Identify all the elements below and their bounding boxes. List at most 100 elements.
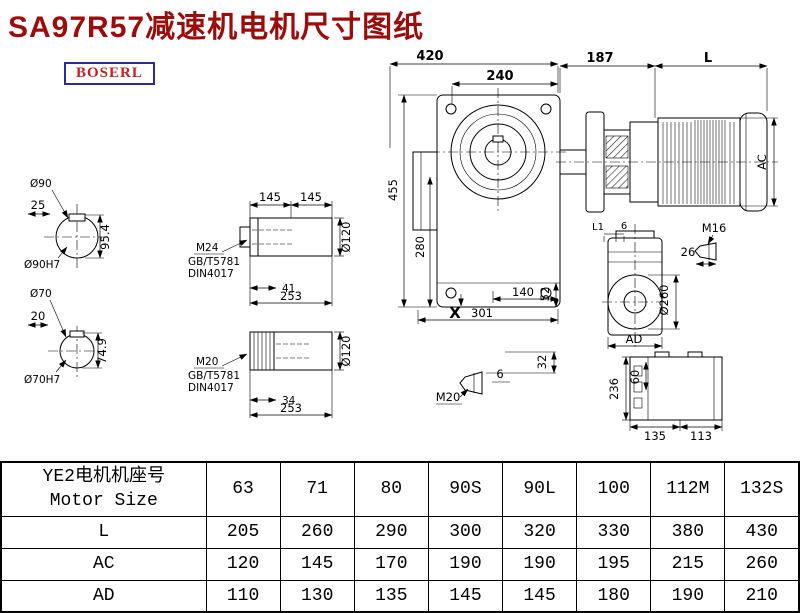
row-label: AC [0,547,207,581]
dim-74-9: 74.9 [95,338,109,364]
shaft-end-view-lower: Ø70 20 74.9 Ø70H7 [24,288,109,386]
dim-90h7: Ø90H7 [24,259,60,271]
dim-113: 113 [690,429,712,443]
dim-420: 420 [416,49,443,64]
shaft-end-view-upper: Ø90 25 95.4 Ø90H7 [24,178,112,271]
dim-70h7: Ø70H7 [24,374,60,386]
table-cell: 210 [724,579,800,613]
label-gb5781-a: GB/T5781 [188,256,240,268]
output-shaft-drawing-upper: 145 145 Ø120 M24 GB/T5781 DIN4017 41 253 [188,190,353,306]
label-m20-key: M20 [436,390,461,404]
label-x: X [449,304,461,322]
dim-120-b: Ø120 [339,335,353,366]
dim-140: 140 [512,285,534,299]
dim-120-a: Ø120 [339,221,353,252]
output-flange-side-view: L1 6 M16 26 Ø260 AD [592,221,726,350]
dim-6-flange: 6 [621,221,627,232]
size-col-header: 90L [501,461,578,517]
table-cell: 190 [427,547,504,581]
motor-size-table: YE2电机机座号 Motor Size 63 71 80 90S 90L 100… [0,461,800,613]
header-title-cn: YE2电机机座号 [42,466,165,487]
table-cell: 190 [650,579,726,613]
size-col-header: 100 [576,461,652,517]
label-din4017-b: DIN4017 [188,382,234,394]
table-cell: 190 [501,547,578,581]
table-cell: 380 [650,515,726,549]
motor-side-view: 187 L AC [556,51,778,213]
table-cell: 215 [650,547,726,581]
table-row-AC: AC 120 145 170 190 190 195 215 260 [0,547,800,581]
dim-95-4: 95.4 [98,224,112,250]
dim-l: L [704,51,712,66]
dim-301: 301 [471,306,493,320]
dim-70: Ø70 [30,288,52,300]
dim-90: Ø90 [30,178,52,190]
dim-20: 20 [31,309,46,323]
table-cell: 145 [501,579,578,613]
dim-6-key: 6 [496,367,503,381]
size-col-header: 132S [724,461,800,517]
header-title-en: Motor Size [49,491,158,512]
row-label: L [0,515,207,549]
size-col-header: 80 [353,461,429,517]
dim-l1: L1 [592,222,604,233]
table-cell: 195 [576,547,652,581]
motor-size-header-cell: YE2电机机座号 Motor Size [0,461,207,517]
table-row-L: L 205 260 290 300 320 330 380 430 [0,515,800,549]
dim-52: 52 [538,287,552,302]
table-cell: 180 [576,579,652,613]
motor-rear-view: 236 60 135 113 [607,351,723,443]
table-row-AD: AD 110 130 135 145 145 180 190 210 [0,579,800,613]
dim-260: Ø260 [657,284,671,315]
size-col-header: 71 [279,461,355,517]
table-cell: 330 [576,515,652,549]
dim-240: 240 [486,69,513,84]
table-cell: 145 [279,547,355,581]
table-cell: 320 [501,515,578,549]
label-m20-shaft: M20 [196,356,218,368]
dim-253-b: 253 [280,401,302,415]
keyway-detail-view: 32 6 M20 [436,351,557,405]
dim-135: 135 [644,429,666,443]
table-cell: 260 [724,547,800,581]
dim-236: 236 [607,378,621,400]
page-title: SA97R57减速机电机尺寸图纸 [8,11,425,44]
table-header-row: YE2电机机座号 Motor Size 63 71 80 90S 90L 100… [0,461,800,517]
dim-ad: AD [626,332,643,346]
label-m24: M24 [196,242,219,254]
dim-280: 280 [413,236,427,258]
gearbox-front-view: 420 240 455 280 52 140 301 X [386,49,566,324]
dim-ac: AC [755,154,769,170]
table-cell: 170 [353,547,429,581]
table-cell: 135 [353,579,429,613]
table-cell: 260 [279,515,355,549]
table-cell: 120 [205,547,281,581]
label-din4017-a: DIN4017 [188,268,234,280]
table-cell: 430 [724,515,800,549]
technical-drawing: Ø90 25 95.4 Ø90H7 Ø70 20 74.9 Ø70H7 [24,49,778,443]
output-shaft-drawing-lower: Ø120 M20 GB/T5781 DIN4017 34 253 [188,331,353,418]
dim-187: 187 [586,51,613,66]
row-label: AD [0,579,207,613]
dim-455: 455 [386,179,400,201]
table-cell: 110 [205,579,281,613]
dim-41: 41 [282,283,295,295]
label-m16: M16 [702,221,727,235]
size-col-header: 90S [427,461,504,517]
dim-25: 25 [31,198,46,212]
dim-32: 32 [535,355,549,370]
dim-34: 34 [282,395,296,407]
table-cell: 130 [279,579,355,613]
boserl-logo: BOSERL [64,62,155,85]
dim-60: 60 [628,370,642,385]
size-col-header: 63 [205,461,281,517]
size-col-header: 112M [650,461,726,517]
dim-145-a: 145 [259,190,281,204]
table-cell: 205 [205,515,281,549]
dim-26: 26 [681,245,696,259]
dim-145-b: 145 [300,190,322,204]
label-gb5781-b: GB/T5781 [188,370,240,382]
table-cell: 145 [427,579,504,613]
table-cell: 300 [427,515,504,549]
